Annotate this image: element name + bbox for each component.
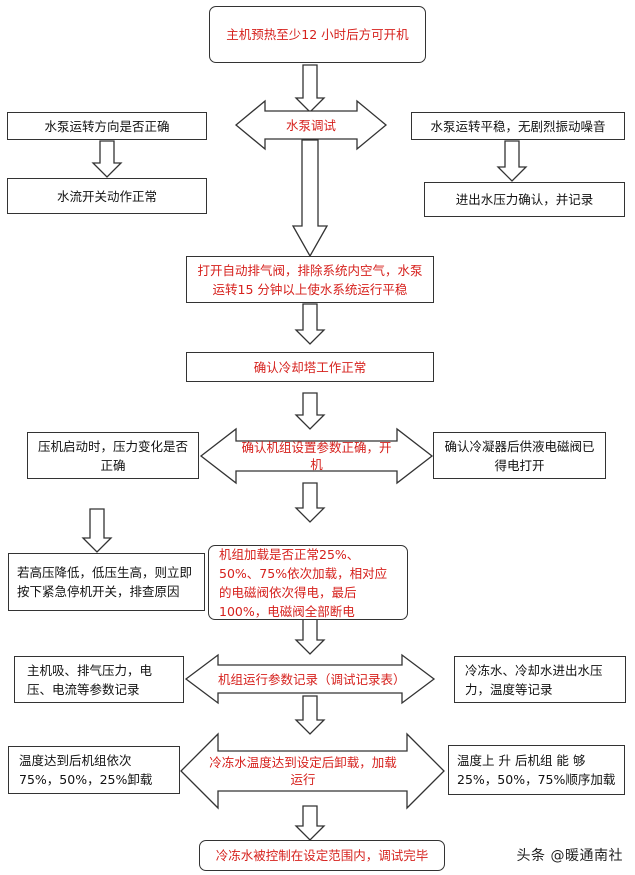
flow-switch-box: 水流开关动作正常 bbox=[7, 178, 207, 214]
run-params-double-arrow bbox=[184, 653, 436, 705]
water-pressure-temp-box: 冷冻水、冷却水进出水压力，温度等记录 bbox=[454, 656, 626, 703]
compressor-start-box: 压机启动时，压力变化是否正确 bbox=[27, 432, 199, 479]
down-arrow bbox=[294, 805, 326, 841]
watermark: 头条 @暖通南社 bbox=[516, 848, 623, 864]
run-params-label: 机组运行参数记录（调试记录表） bbox=[218, 671, 406, 687]
in-out-pressure-box: 进出水压力确认，并记录 bbox=[424, 182, 625, 217]
down-arrow bbox=[294, 616, 326, 655]
exhaust-valve-box: 打开自动排气阀，排除系统内空气，水泵运转15 分钟以上使水系统运行平稳 bbox=[186, 256, 434, 303]
temp-reached-unload-box: 温度达到后机组依次75%，50%，25%卸载 bbox=[8, 746, 180, 794]
down-arrow bbox=[291, 139, 329, 258]
preheat-text: 主机预热至少12 小时后方可开机 bbox=[226, 27, 409, 42]
pump-direction-box: 水泵运转方向是否正确 bbox=[7, 112, 207, 140]
down-arrow bbox=[294, 695, 326, 735]
down-arrow bbox=[294, 303, 326, 345]
pump-test-double-arrow bbox=[234, 99, 388, 151]
unit-loading-box: 机组加载是否正常25%、50%、75%依次加载，相对应的电磁阀依次得电，最后10… bbox=[208, 545, 408, 620]
down-arrow bbox=[496, 140, 528, 182]
down-arrow bbox=[294, 64, 326, 113]
pump-smooth-box: 水泵运转平稳，无剧烈振动噪音 bbox=[411, 112, 625, 140]
cooling-tower-box: 确认冷却塔工作正常 bbox=[186, 352, 434, 382]
preheat-box: 主机预热至少12 小时后方可开机 bbox=[209, 6, 426, 63]
down-arrow bbox=[294, 392, 326, 430]
down-arrow bbox=[81, 508, 113, 553]
suction-discharge-box: 主机吸、排气压力，电压、电流等参数记录 bbox=[14, 656, 184, 703]
solenoid-valve-box: 确认冷凝器后供液电磁阀已得电打开 bbox=[433, 432, 606, 479]
chilled-water-double-arrow bbox=[180, 732, 445, 810]
pump-test-label: 水泵调试 bbox=[285, 117, 336, 133]
unit-params-double-arrow bbox=[199, 427, 434, 485]
chilled-water-temp-label: 冷冻水温度达到设定后卸载，加载运行 bbox=[209, 755, 397, 787]
high-low-pressure-box: 若高压降低，低压生高，则立即按下紧急停机开关，排查原因 bbox=[8, 553, 205, 611]
down-arrow bbox=[91, 140, 123, 178]
unit-params-label: 确认机组设置参数正确，开机 bbox=[241, 440, 392, 472]
down-arrow bbox=[294, 482, 326, 523]
controlled-complete-box: 冷冻水被控制在设定范围内，调试完毕 bbox=[199, 840, 445, 871]
temp-rise-load-box: 温度上 升 后机组 能 够25%，50%，75%顺序加载 bbox=[448, 745, 625, 795]
